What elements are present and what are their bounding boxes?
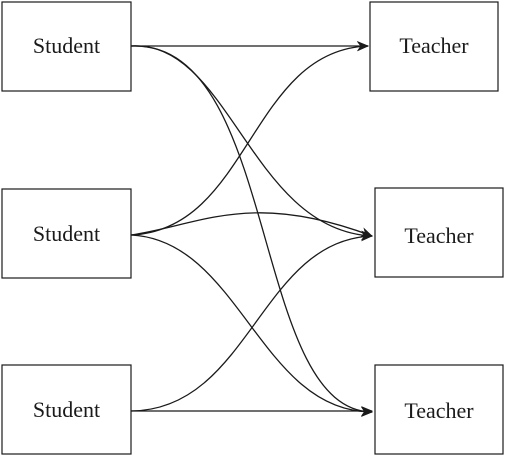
student-node-2: Student [1,188,132,279]
edge-s1-t3 [130,45,373,417]
student-label-2: Student [33,221,100,246]
edge-s2-t3 [130,234,373,417]
teacher-label-2: Teacher [404,223,474,248]
student-label-1: Student [33,33,100,58]
edge-s2-t2 [130,212,373,237]
student-label-3: Student [33,397,100,422]
teacher-label-1: Teacher [399,33,469,58]
edges-group [130,41,373,417]
student-node-3: Student [1,364,132,455]
edge-s3-t2 [130,231,373,412]
teacher-node-2: Teacher [374,187,504,278]
edge-s1-t2 [130,45,373,241]
edge-s2-t1 [130,41,369,236]
teacher-label-3: Teacher [404,398,474,423]
teacher-node-1: Teacher [369,1,499,92]
teacher-node-3: Teacher [374,364,504,455]
student-node-1: Student [1,1,132,92]
